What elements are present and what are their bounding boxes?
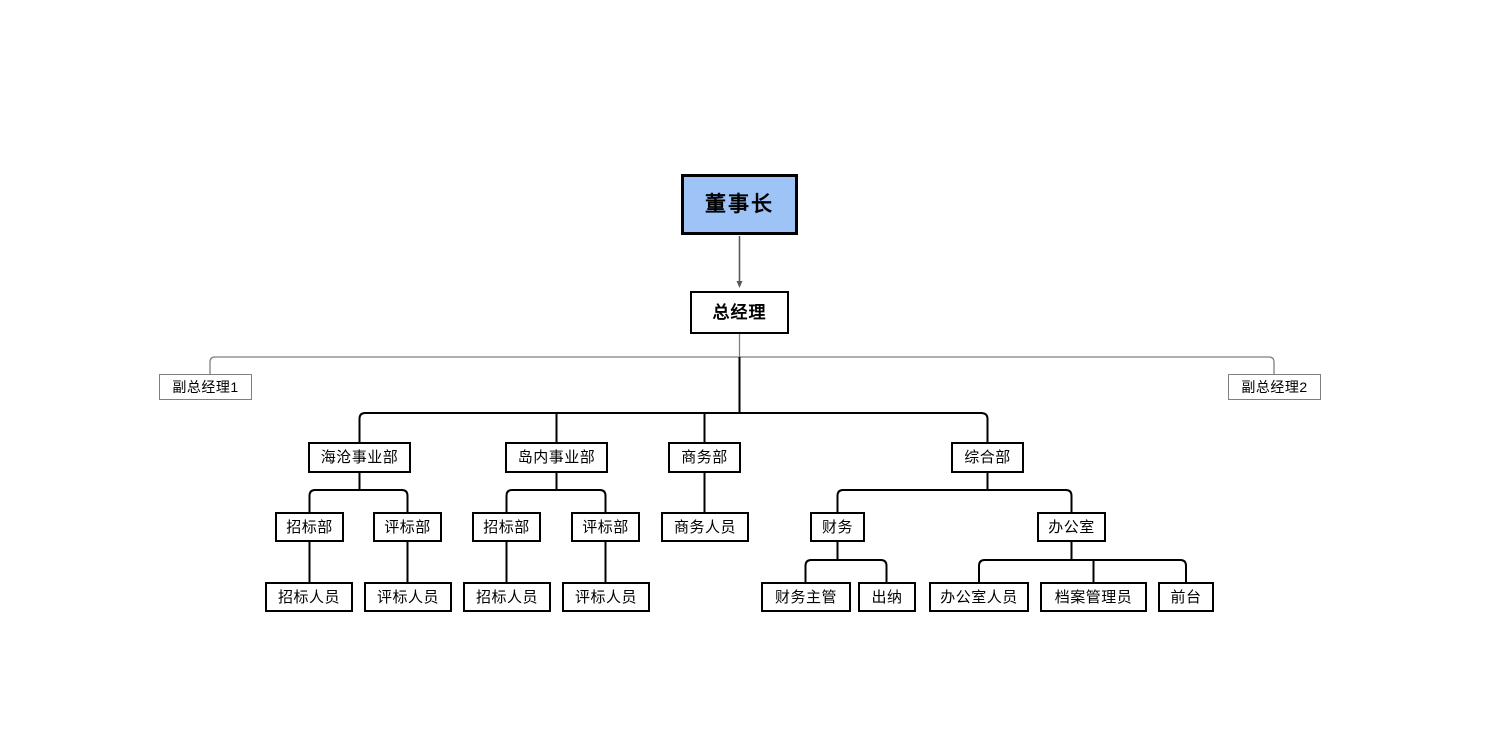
node-label: 评标人员 xyxy=(376,588,439,606)
node-haicang-evaluation-department[interactable]: 评标部 xyxy=(373,512,442,542)
edge-haicang-children xyxy=(308,473,409,512)
node-business-department[interactable]: 商务部 xyxy=(668,442,741,473)
node-label: 副总经理1 xyxy=(172,379,239,395)
node-archive-manager[interactable]: 档案管理员 xyxy=(1040,582,1147,612)
node-label: 海沧事业部 xyxy=(320,449,399,466)
node-label: 档案管理员 xyxy=(1054,588,1133,606)
node-label: 财务 xyxy=(821,518,853,536)
node-office[interactable]: 办公室 xyxy=(1037,512,1106,542)
edge-general-children xyxy=(836,473,1073,512)
edge-gm-departments xyxy=(358,357,989,442)
node-haicang-evaluation-staff[interactable]: 评标人员 xyxy=(364,582,452,612)
node-label: 招标部 xyxy=(483,518,530,536)
node-daonei-evaluation-staff[interactable]: 评标人员 xyxy=(562,582,650,612)
edge-gm-vice-managers xyxy=(209,334,1275,374)
node-daonei-bidding-staff[interactable]: 招标人员 xyxy=(463,582,551,612)
node-label: 办公室 xyxy=(1048,518,1095,536)
node-daonei-bidding-department[interactable]: 招标部 xyxy=(472,512,541,542)
node-reception[interactable]: 前台 xyxy=(1158,582,1214,612)
node-label: 评标人员 xyxy=(574,588,637,606)
node-office-staff[interactable]: 办公室人员 xyxy=(929,582,1029,612)
node-label: 评标部 xyxy=(384,518,431,536)
node-haicang-bidding-staff[interactable]: 招标人员 xyxy=(265,582,353,612)
edge-daonei-children xyxy=(505,473,607,512)
node-haicang-bidding-department[interactable]: 招标部 xyxy=(275,512,344,542)
node-label: 副总经理2 xyxy=(1241,379,1308,395)
node-label: 招标人员 xyxy=(475,588,538,606)
edge-subdept-staff xyxy=(308,542,607,582)
node-label: 办公室人员 xyxy=(940,588,1018,606)
node-label: 招标部 xyxy=(286,518,333,536)
node-label: 综合部 xyxy=(964,449,1011,466)
node-daonei-division[interactable]: 岛内事业部 xyxy=(505,442,608,473)
node-label: 财务主管 xyxy=(774,588,837,606)
node-finance[interactable]: 财务 xyxy=(810,512,865,542)
node-business-staff[interactable]: 商务人员 xyxy=(661,512,749,542)
node-general-manager[interactable]: 总经理 xyxy=(690,291,789,334)
node-label: 前台 xyxy=(1170,588,1202,606)
node-label: 岛内事业部 xyxy=(517,449,596,466)
node-label: 商务人员 xyxy=(673,518,736,536)
node-chairman[interactable]: 董事长 xyxy=(681,174,798,235)
node-vice-general-manager-1[interactable]: 副总经理1 xyxy=(159,374,252,400)
node-label: 商务部 xyxy=(681,449,728,466)
node-label: 总经理 xyxy=(712,303,767,322)
node-vice-general-manager-2[interactable]: 副总经理2 xyxy=(1228,374,1321,400)
node-daonei-evaluation-department[interactable]: 评标部 xyxy=(571,512,640,542)
node-label: 评标部 xyxy=(582,518,629,536)
node-label: 出纳 xyxy=(871,588,903,606)
node-haicang-division[interactable]: 海沧事业部 xyxy=(308,442,411,473)
node-general-affairs-department[interactable]: 综合部 xyxy=(951,442,1024,473)
node-label: 董事长 xyxy=(705,193,774,216)
node-label: 招标人员 xyxy=(277,588,340,606)
node-cashier[interactable]: 出纳 xyxy=(858,582,916,612)
edge-finance-children xyxy=(804,542,888,582)
edge-office-children xyxy=(978,542,1187,582)
node-finance-supervisor[interactable]: 财务主管 xyxy=(761,582,851,612)
